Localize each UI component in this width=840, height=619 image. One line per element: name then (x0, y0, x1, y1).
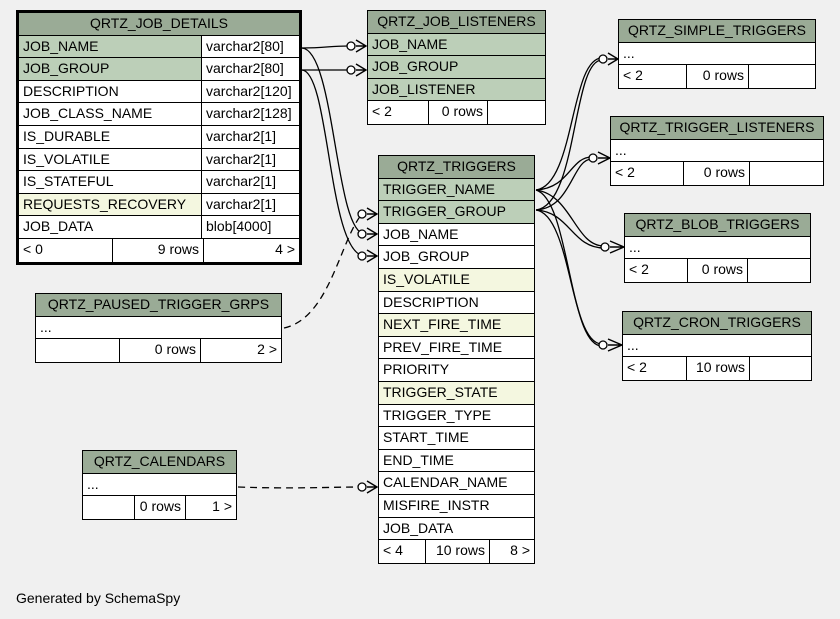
edge-job-group-triggers (301, 69, 366, 257)
edge-triggers-cron-2 (535, 209, 603, 347)
table-header: QRTZ_BLOB_TRIGGERS (625, 214, 810, 237)
table-header: QRTZ_TRIGGERS (379, 156, 534, 179)
table-row: ... (36, 317, 281, 340)
table-row: CALENDAR_NAME (379, 472, 534, 495)
row-count: 0 rows (119, 339, 200, 362)
table-row: JOB_NAME (379, 224, 534, 247)
table-row: JOB_GROUP (368, 56, 545, 79)
table-footer: 0 rows 2 > (36, 339, 281, 362)
parents-link (83, 496, 134, 519)
table-header: QRTZ_SIMPLE_TRIGGERS (619, 20, 815, 43)
table-footer: < 2 0 rows (619, 65, 815, 88)
row-count: 0 rows (686, 65, 748, 88)
table-row: JOB_DATA (379, 518, 534, 541)
parents-link[interactable]: < 2 (627, 359, 647, 376)
children-link[interactable]: 1 > (185, 496, 236, 519)
edge-calendars-triggers (237, 486, 364, 489)
children-link (749, 357, 811, 380)
table-row: ... (619, 43, 815, 66)
table-row: JOB_NAME (368, 33, 545, 57)
table-footer: < 0 9 rows 4 > (19, 238, 299, 262)
table-qrtz-simple-triggers[interactable]: QRTZ_SIMPLE_TRIGGERS ... < 2 0 rows (618, 19, 816, 89)
children-link (487, 101, 545, 124)
edge-job-name-triggers (301, 47, 366, 235)
parents-link[interactable]: < 0 (23, 240, 43, 257)
children-link[interactable]: 8 > (489, 540, 534, 563)
edge-job-name-listeners (301, 45, 349, 49)
table-row: START_TIME (379, 427, 534, 450)
row-count: 0 rows (683, 162, 749, 185)
table-header: QRTZ_TRIGGER_LISTENERS (611, 117, 823, 140)
table-qrtz-calendars[interactable]: QRTZ_CALENDARS ... 0 rows 1 > (82, 450, 237, 520)
parents-link[interactable]: < 2 (629, 261, 649, 278)
parents-link[interactable]: < 2 (372, 103, 392, 120)
edge-triggers-blob-2 (535, 209, 605, 249)
row-count: 0 rows (134, 496, 185, 519)
table-row: JOB_GROUP (379, 246, 534, 269)
children-link[interactable]: 4 > (203, 238, 299, 262)
table-row: DESCRIPTION (379, 292, 534, 315)
row-count: 10 rows (425, 540, 489, 563)
table-header: QRTZ_JOB_LISTENERS (368, 11, 545, 34)
table-footer: < 2 10 rows (623, 357, 811, 380)
row-count: 0 rows (687, 259, 747, 282)
table-footer: < 2 0 rows (625, 259, 810, 282)
table-qrtz-trigger-listeners[interactable]: QRTZ_TRIGGER_LISTENERS ... < 2 0 rows (610, 116, 824, 186)
parents-link[interactable]: < 2 (615, 164, 635, 181)
row-count: 10 rows (686, 357, 749, 380)
table-footer: < 4 10 rows 8 > (379, 540, 534, 563)
table-row: TRIGGER_TYPE (379, 405, 534, 428)
table-row: ... (625, 237, 810, 260)
table-row: MISFIRE_INSTR (379, 495, 534, 518)
children-link (747, 259, 810, 282)
table-row: ... (611, 140, 823, 163)
table-header: QRTZ_CALENDARS (83, 451, 236, 474)
table-row: NEXT_FIRE_TIME (379, 314, 534, 337)
table-header: QRTZ_PAUSED_TRIGGER_GRPS (36, 294, 281, 317)
table-row: TRIGGER_GROUP (379, 201, 534, 224)
edge-triggers-cron (535, 189, 603, 345)
table-row: ... (83, 474, 236, 497)
parents-link[interactable]: < 4 (383, 542, 403, 559)
table-row: PRIORITY (379, 359, 534, 382)
row-count: 0 rows (428, 101, 487, 124)
edge-triggers-listeners-2 (535, 158, 593, 211)
table-qrtz-paused-trigger-grps[interactable]: QRTZ_PAUSED_TRIGGER_GRPS ... 0 rows 2 > (35, 293, 282, 363)
table-header: QRTZ_JOB_DETAILS (19, 13, 299, 36)
table-qrtz-blob-triggers[interactable]: QRTZ_BLOB_TRIGGERS ... < 2 0 rows (624, 213, 811, 283)
generated-by-label: Generated by SchemaSpy (16, 590, 181, 606)
table-footer: 0 rows 1 > (83, 496, 236, 519)
table-row: PREV_FIRE_TIME (379, 337, 534, 360)
children-link (749, 162, 823, 185)
children-link (748, 65, 815, 88)
table-row: TRIGGER_STATE (379, 381, 534, 405)
table-footer: < 2 0 rows (611, 162, 823, 185)
table-footer: < 2 0 rows (368, 101, 545, 124)
parents-link (36, 339, 119, 362)
edge-triggers-blob (535, 189, 605, 247)
table-row: IS_VOLATILE (379, 268, 534, 292)
table-row: TRIGGER_NAME (379, 178, 534, 202)
table-row: ... (623, 335, 811, 358)
table-row: JOB_LISTENER (368, 78, 545, 102)
edge-triggers-listeners (535, 156, 593, 191)
table-qrtz-job-listeners[interactable]: QRTZ_JOB_LISTENERS JOB_NAME JOB_GROUP JO… (367, 10, 546, 125)
children-link[interactable]: 2 > (200, 339, 281, 362)
table-qrtz-triggers[interactable]: QRTZ_TRIGGERS TRIGGER_NAME TRIGGER_GROUP… (378, 155, 535, 564)
row-count: 9 rows (112, 238, 203, 262)
table-row: END_TIME (379, 450, 534, 473)
parents-link[interactable]: < 2 (623, 67, 643, 84)
table-qrtz-cron-triggers[interactable]: QRTZ_CRON_TRIGGERS ... < 2 10 rows (622, 311, 812, 381)
table-header: QRTZ_CRON_TRIGGERS (623, 312, 811, 335)
